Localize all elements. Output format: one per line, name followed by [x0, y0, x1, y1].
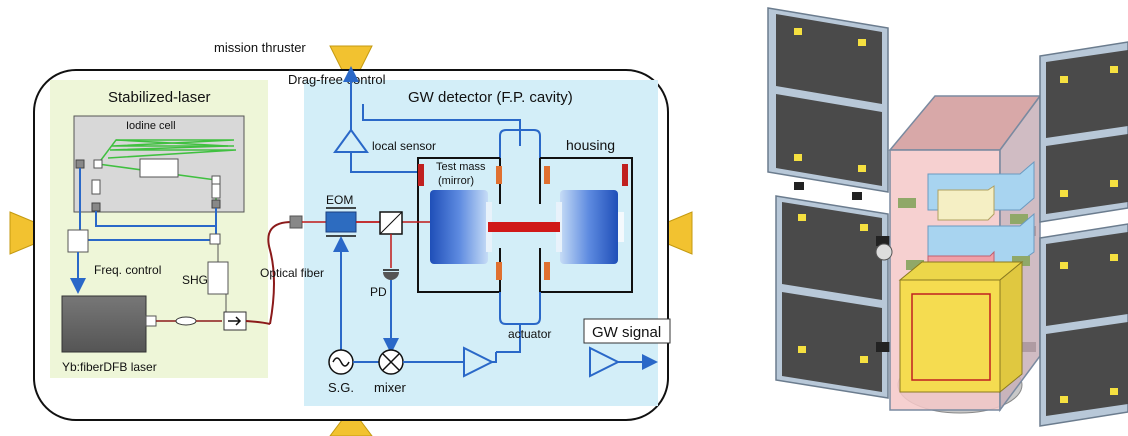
shg-label: SHG: [182, 273, 208, 287]
stabilized-laser-title: Stabilized-laser: [108, 89, 211, 106]
left-thruster: [9, 211, 35, 255]
solar-panel-left-top: [767, 7, 889, 193]
optical-fiber: [267, 221, 293, 325]
housing-label: housing: [566, 137, 615, 153]
gw-signal-box: [583, 318, 671, 344]
solar-panel-right-bottom: [1039, 223, 1128, 427]
gw-detector-schematic: mission thruster Drag-free control Stabi…: [9, 40, 693, 436]
actuator-pad: [418, 164, 424, 186]
top-thruster: [329, 45, 373, 71]
iodine-cell-label: Iodine cell: [126, 120, 176, 132]
actuator-pad: [496, 166, 502, 184]
sg-label: S.G.: [328, 380, 354, 395]
pd-label: PD: [370, 285, 387, 299]
yellow-block-side: [999, 260, 1023, 394]
mirror-far-right: [618, 212, 624, 242]
right-thruster: [667, 211, 693, 255]
fiber-exit: [245, 320, 271, 325]
housing-right: [540, 157, 633, 293]
iodine-cell: [139, 158, 179, 178]
local-sensor-line: [350, 152, 418, 173]
freq-control-box: [67, 229, 89, 253]
test-mass-label: Test mass: [436, 161, 486, 173]
laser-blue-loop: [79, 168, 217, 241]
actuator-pad: [496, 262, 502, 280]
gw-signal-label: GW signal: [592, 324, 661, 341]
actuator-pad: [544, 166, 550, 184]
housing-left: [417, 157, 500, 293]
thruster-label: mission thruster: [214, 40, 306, 55]
cavity-beam: [488, 222, 560, 232]
optical-fiber-label: Optical fiber: [260, 266, 324, 280]
yb-laser: [61, 295, 147, 353]
yellow-block-front: [899, 279, 1001, 393]
mirror-label: (mirror): [438, 175, 474, 187]
photodiode: [383, 272, 399, 280]
solar-panel-right-top: [1039, 41, 1128, 223]
fiber-coupler: [289, 215, 303, 229]
antenna-disc: [875, 243, 893, 261]
freq-control-label: Freq. control: [94, 263, 161, 277]
mixer-label: mixer: [374, 380, 406, 395]
actuator-label: actuator: [508, 327, 551, 341]
drag-free-label: Drag-free control: [288, 72, 386, 87]
solar-panel-left-bottom: [775, 195, 889, 399]
signal-line-2: [492, 352, 497, 363]
shg-box: [207, 261, 229, 295]
actuator-feed: [496, 324, 521, 353]
eom-label: EOM: [326, 193, 353, 207]
gw-detector-title: GW detector (F.P. cavity): [408, 89, 573, 106]
spacecraft-illustration: [767, 7, 1128, 427]
bottom-thruster: [329, 419, 373, 436]
eom-box: [325, 211, 357, 233]
feedback-loop-top: [362, 104, 521, 134]
test-mass-right: [560, 190, 618, 264]
actuator-top-wire-a: [499, 129, 541, 160]
amplifier-1: [463, 346, 495, 378]
amplifier-2: [589, 346, 621, 378]
laser-label: Yb:fiberDFB laser: [62, 360, 157, 374]
actuator-pad: [622, 164, 628, 186]
test-mass-left: [430, 190, 488, 264]
laser-blue-line2: [95, 211, 216, 227]
local-sensor-label: local sensor: [372, 139, 436, 153]
actuator-pad: [544, 262, 550, 280]
